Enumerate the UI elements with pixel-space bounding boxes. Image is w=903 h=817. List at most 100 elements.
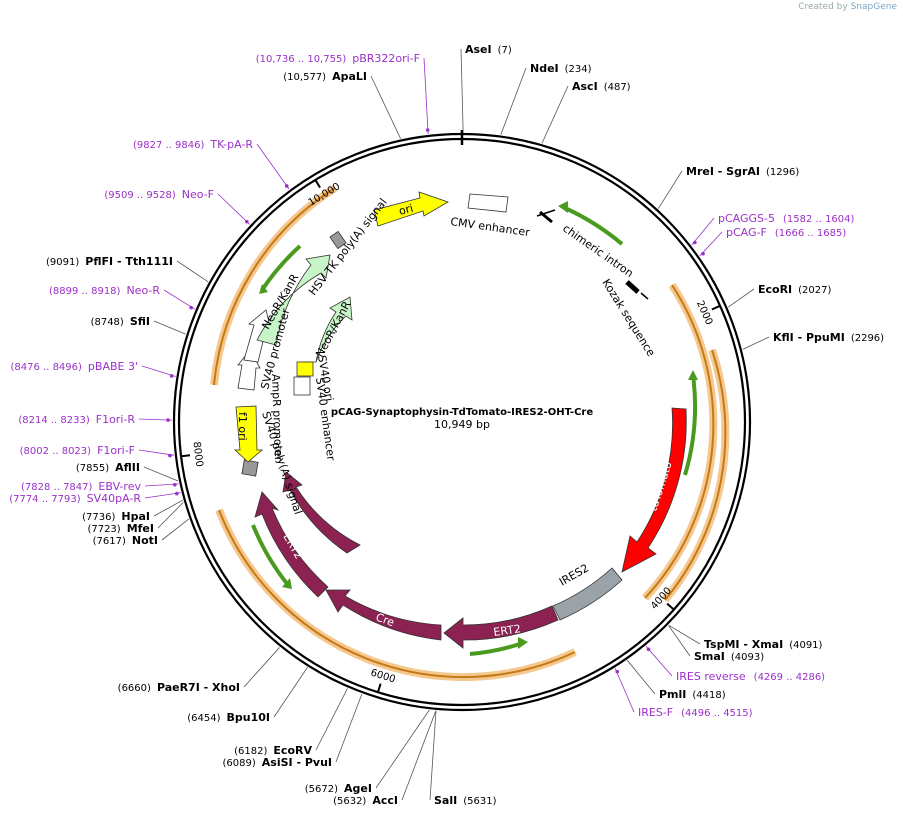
- tick-mark: [666, 602, 675, 611]
- primer-label[interactable]: pCAG-F(1666 .. 1685): [726, 226, 846, 239]
- restriction-site-label[interactable]: (6182)EcoRV: [234, 744, 312, 757]
- plasmid-name: pCAG-Synaptophysin-TdTomato-IRES2-OHT-Cr…: [331, 407, 593, 418]
- label-ampr-promoter: AmpR promoter: [269, 374, 285, 462]
- restriction-site-label[interactable]: (7736)HpaI: [82, 510, 150, 523]
- primer-label[interactable]: IRES-F(4496 .. 4515): [638, 706, 753, 719]
- primer-position: (4269 .. 4286): [754, 672, 826, 683]
- restriction-site-label[interactable]: (7855)AflII: [76, 461, 140, 474]
- restriction-site-label[interactable]: (10,577) ApaLI: [283, 70, 367, 83]
- feature-ert2-right: [443, 605, 559, 649]
- label-ert2-right: ERT2: [493, 622, 522, 639]
- label-hsv-tk-polya: HSV TK poly(A) signal: [306, 196, 390, 298]
- restriction-site-label[interactable]: (6089)AsiSI - PvuI: [223, 756, 333, 769]
- green-arrowhead-5: [259, 284, 268, 294]
- primer-label[interactable]: (9509 .. 9528) Neo-F: [104, 188, 214, 201]
- restriction-site-label[interactable]: MreI - SgrAI(1296): [686, 165, 799, 178]
- primer-position: (1666 .. 1685): [775, 228, 847, 239]
- restriction-site-label[interactable]: NdeI(234): [530, 62, 592, 75]
- feature-cmv-enhancer: [467, 193, 509, 213]
- site-position: (4093): [731, 652, 764, 663]
- site-name: MreI - SgrAI: [686, 165, 760, 178]
- primer-label[interactable]: (7774 .. 7793)SV40pA-R: [9, 492, 141, 505]
- primer-name: IRES reverse: [676, 670, 746, 683]
- site-name: Bpu10I: [227, 711, 271, 724]
- restriction-site-label[interactable]: EcoRI(2027): [758, 283, 832, 296]
- primer-label[interactable]: (10,736 .. 10,755) pBR322ori-F: [256, 52, 420, 65]
- restriction-site-label[interactable]: (6660)PaeR7I - XhoI: [118, 681, 240, 694]
- primer-name: Neo-F: [182, 188, 214, 201]
- site-position: (5631): [463, 796, 496, 807]
- restriction-site-label[interactable]: (7723) MfeI: [87, 522, 154, 535]
- primer-label[interactable]: (8002 .. 8023)F1ori-F: [20, 444, 135, 457]
- restriction-site-label[interactable]: PmlI(4418): [659, 688, 726, 701]
- orf-arc-bottom-core: [218, 509, 576, 678]
- tick-mark: [376, 683, 382, 693]
- label-chimeric-intron: chimeric intron: [560, 222, 635, 280]
- primer-position: (9509 .. 9528): [104, 190, 176, 201]
- site-name: PflFI - Tth111I: [85, 255, 173, 268]
- site-name: MfeI: [127, 522, 154, 535]
- orf-arc-left-core: [213, 187, 336, 386]
- site-position: (2296): [851, 333, 884, 344]
- site-leader-line: [742, 336, 770, 350]
- site-position: (6660): [118, 683, 151, 694]
- restriction-site-label[interactable]: SalI(5631): [434, 794, 497, 807]
- label-ires2: IRES2: [557, 561, 591, 588]
- primer-leader-line: [138, 449, 174, 456]
- restriction-site-label[interactable]: TspMI - XmaI(4091): [704, 638, 823, 651]
- primer-name: TK-pA-R: [209, 138, 253, 151]
- primer-label[interactable]: (8899 .. 8918)Neo-R: [49, 284, 160, 297]
- site-leader-line: [335, 694, 363, 763]
- green-arrowhead-4: [282, 578, 292, 589]
- primer-label[interactable]: (9827 .. 9846)TK-pA-R: [133, 138, 253, 151]
- primer-leader-line: [256, 143, 290, 190]
- primer-position: (8899 .. 8918): [49, 286, 121, 297]
- site-leader-line: [143, 466, 179, 482]
- restriction-site-label[interactable]: AscI(487): [572, 80, 631, 93]
- site-name: AsiSI - PvuI: [262, 756, 332, 769]
- primer-leader-line: [144, 483, 179, 487]
- restriction-site-label[interactable]: AseI(7): [465, 43, 512, 56]
- orf-arc-right-inner-core: [664, 349, 727, 601]
- feature-kozak-tick: [640, 292, 649, 300]
- site-name: AccI: [372, 794, 398, 807]
- site-leader-line: [315, 688, 348, 751]
- feature-neor-kanr-left: [256, 254, 331, 346]
- primer-name: F1ori-R: [96, 413, 136, 426]
- primer-label[interactable]: (8214 .. 8233)F1ori-R: [18, 413, 135, 426]
- restriction-site-label[interactable]: KflI - PpuMI (2296): [773, 331, 884, 344]
- credit-prefix: Created by: [798, 2, 848, 12]
- primer-layer: (10,736 .. 10,755) pBR322ori-F pCAGGS-5(15…: [9, 52, 854, 719]
- primer-position: (10,736 .. 10,755): [256, 54, 347, 65]
- primer-label[interactable]: IRES reverse (4269 .. 4286): [676, 670, 825, 683]
- site-leader-line: [176, 260, 209, 283]
- restriction-site-label[interactable]: SmaI(4093): [694, 650, 764, 663]
- primer-marker: [701, 251, 705, 256]
- site-leader-line: [500, 67, 527, 135]
- restriction-site-label[interactable]: (5672)AgeI: [305, 782, 372, 795]
- restriction-site-label[interactable]: (7617)NotI: [93, 534, 158, 547]
- site-position: (9091): [46, 257, 79, 268]
- tick-label: 8000: [190, 441, 204, 468]
- site-position: (487): [604, 82, 631, 93]
- site-name: KflI - PpuMI: [773, 331, 845, 344]
- restriction-site-label[interactable]: (5632)AccI: [333, 794, 398, 807]
- restriction-site-label[interactable]: (9091) PflFI - Tth111I: [46, 255, 173, 268]
- site-name: AflII: [115, 461, 140, 474]
- site-position: (10,577): [283, 72, 326, 83]
- site-leader-line: [460, 48, 464, 133]
- site-name: ApaLI: [332, 70, 367, 83]
- primer-label[interactable]: (7828 .. 7847)EBV-rev: [21, 480, 141, 493]
- restriction-site-label[interactable]: (8748)SfiI: [91, 315, 150, 328]
- primer-marker: [172, 482, 177, 487]
- primer-name: pBR322ori-F: [352, 52, 420, 65]
- restriction-site-label[interactable]: (6454)Bpu10I: [187, 711, 270, 724]
- green-arrows: [251, 206, 697, 656]
- primer-label[interactable]: pCAGGS-5(1582 .. 1604): [718, 212, 855, 225]
- feature-sv40-enhancer: [293, 376, 311, 396]
- primer-leader-line: [691, 217, 715, 246]
- primer-label[interactable]: (8476 .. 8496)pBABE 3': [11, 360, 139, 373]
- site-position: (7723): [87, 524, 120, 535]
- green-arrow-1: [564, 206, 624, 246]
- primer-leader-line: [699, 231, 723, 257]
